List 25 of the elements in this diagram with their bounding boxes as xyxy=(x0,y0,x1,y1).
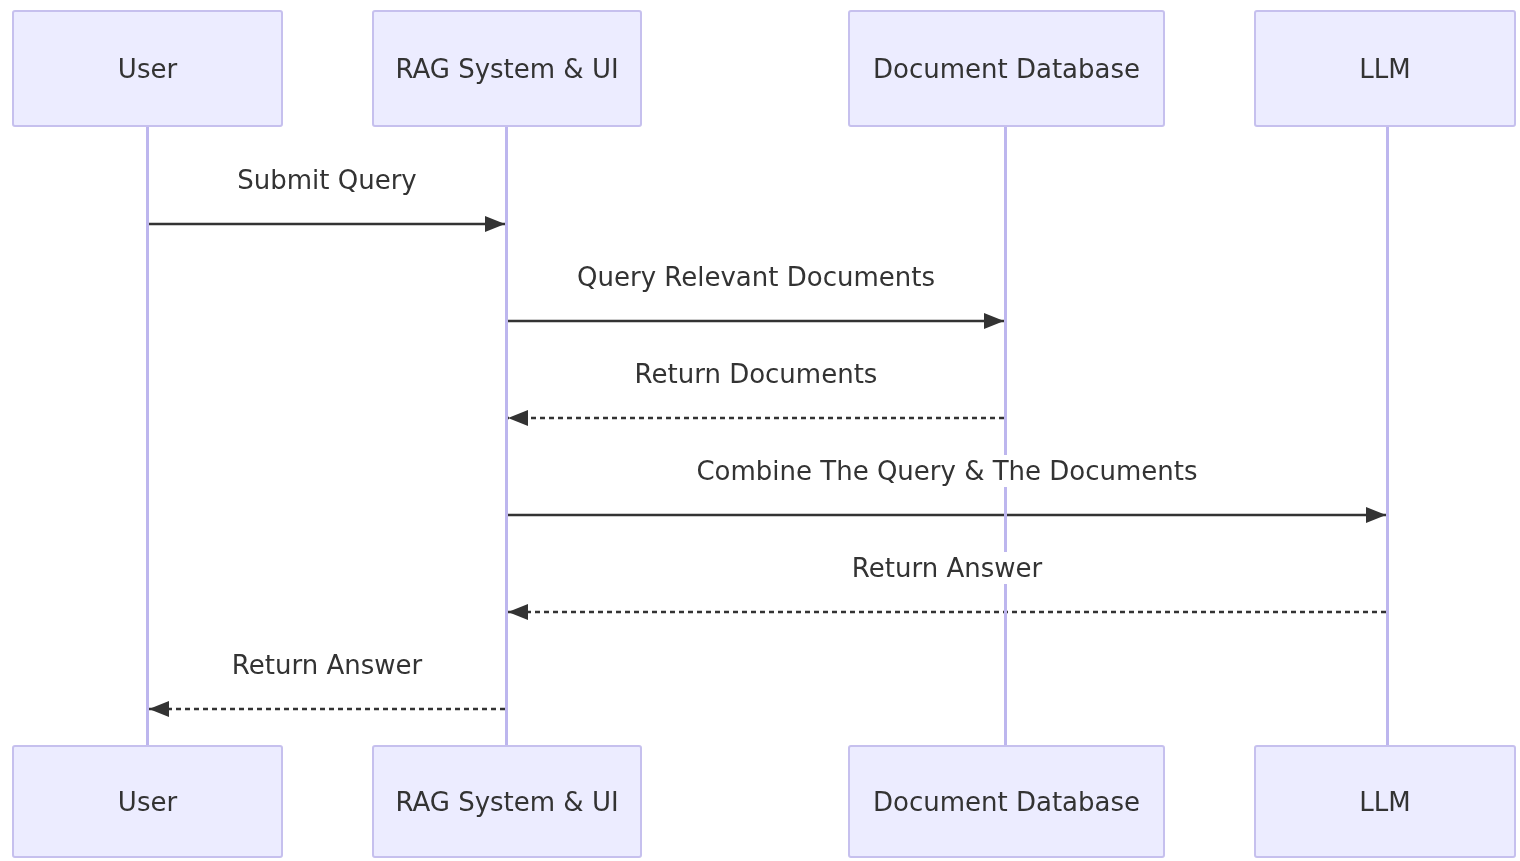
participant-box xyxy=(1254,745,1516,858)
lifeline xyxy=(1386,127,1389,745)
lifeline xyxy=(505,127,508,745)
participant-box xyxy=(848,745,1165,858)
participant-name: User xyxy=(117,786,178,817)
participant-box xyxy=(848,10,1165,127)
participant-box xyxy=(12,10,283,127)
participant-name: User xyxy=(117,53,178,84)
lifeline xyxy=(146,127,149,745)
participant-box xyxy=(1254,10,1516,127)
participant-name: Document Database xyxy=(873,786,1140,817)
participant-box xyxy=(372,745,642,858)
arrow xyxy=(149,216,505,232)
participant-name: Document Database xyxy=(873,53,1140,84)
dashed-arrow xyxy=(508,604,1386,620)
arrow xyxy=(508,313,1004,329)
participant-box xyxy=(372,10,642,127)
arrow xyxy=(508,507,1386,523)
participant-name: LLM xyxy=(1359,53,1411,84)
participant-name: RAG System & UI xyxy=(395,786,619,817)
dashed-arrow xyxy=(508,410,1004,426)
dashed-arrow xyxy=(149,701,505,717)
participant-name: LLM xyxy=(1359,786,1411,817)
participant-name: RAG System & UI xyxy=(395,53,619,84)
participant-box xyxy=(12,745,283,858)
